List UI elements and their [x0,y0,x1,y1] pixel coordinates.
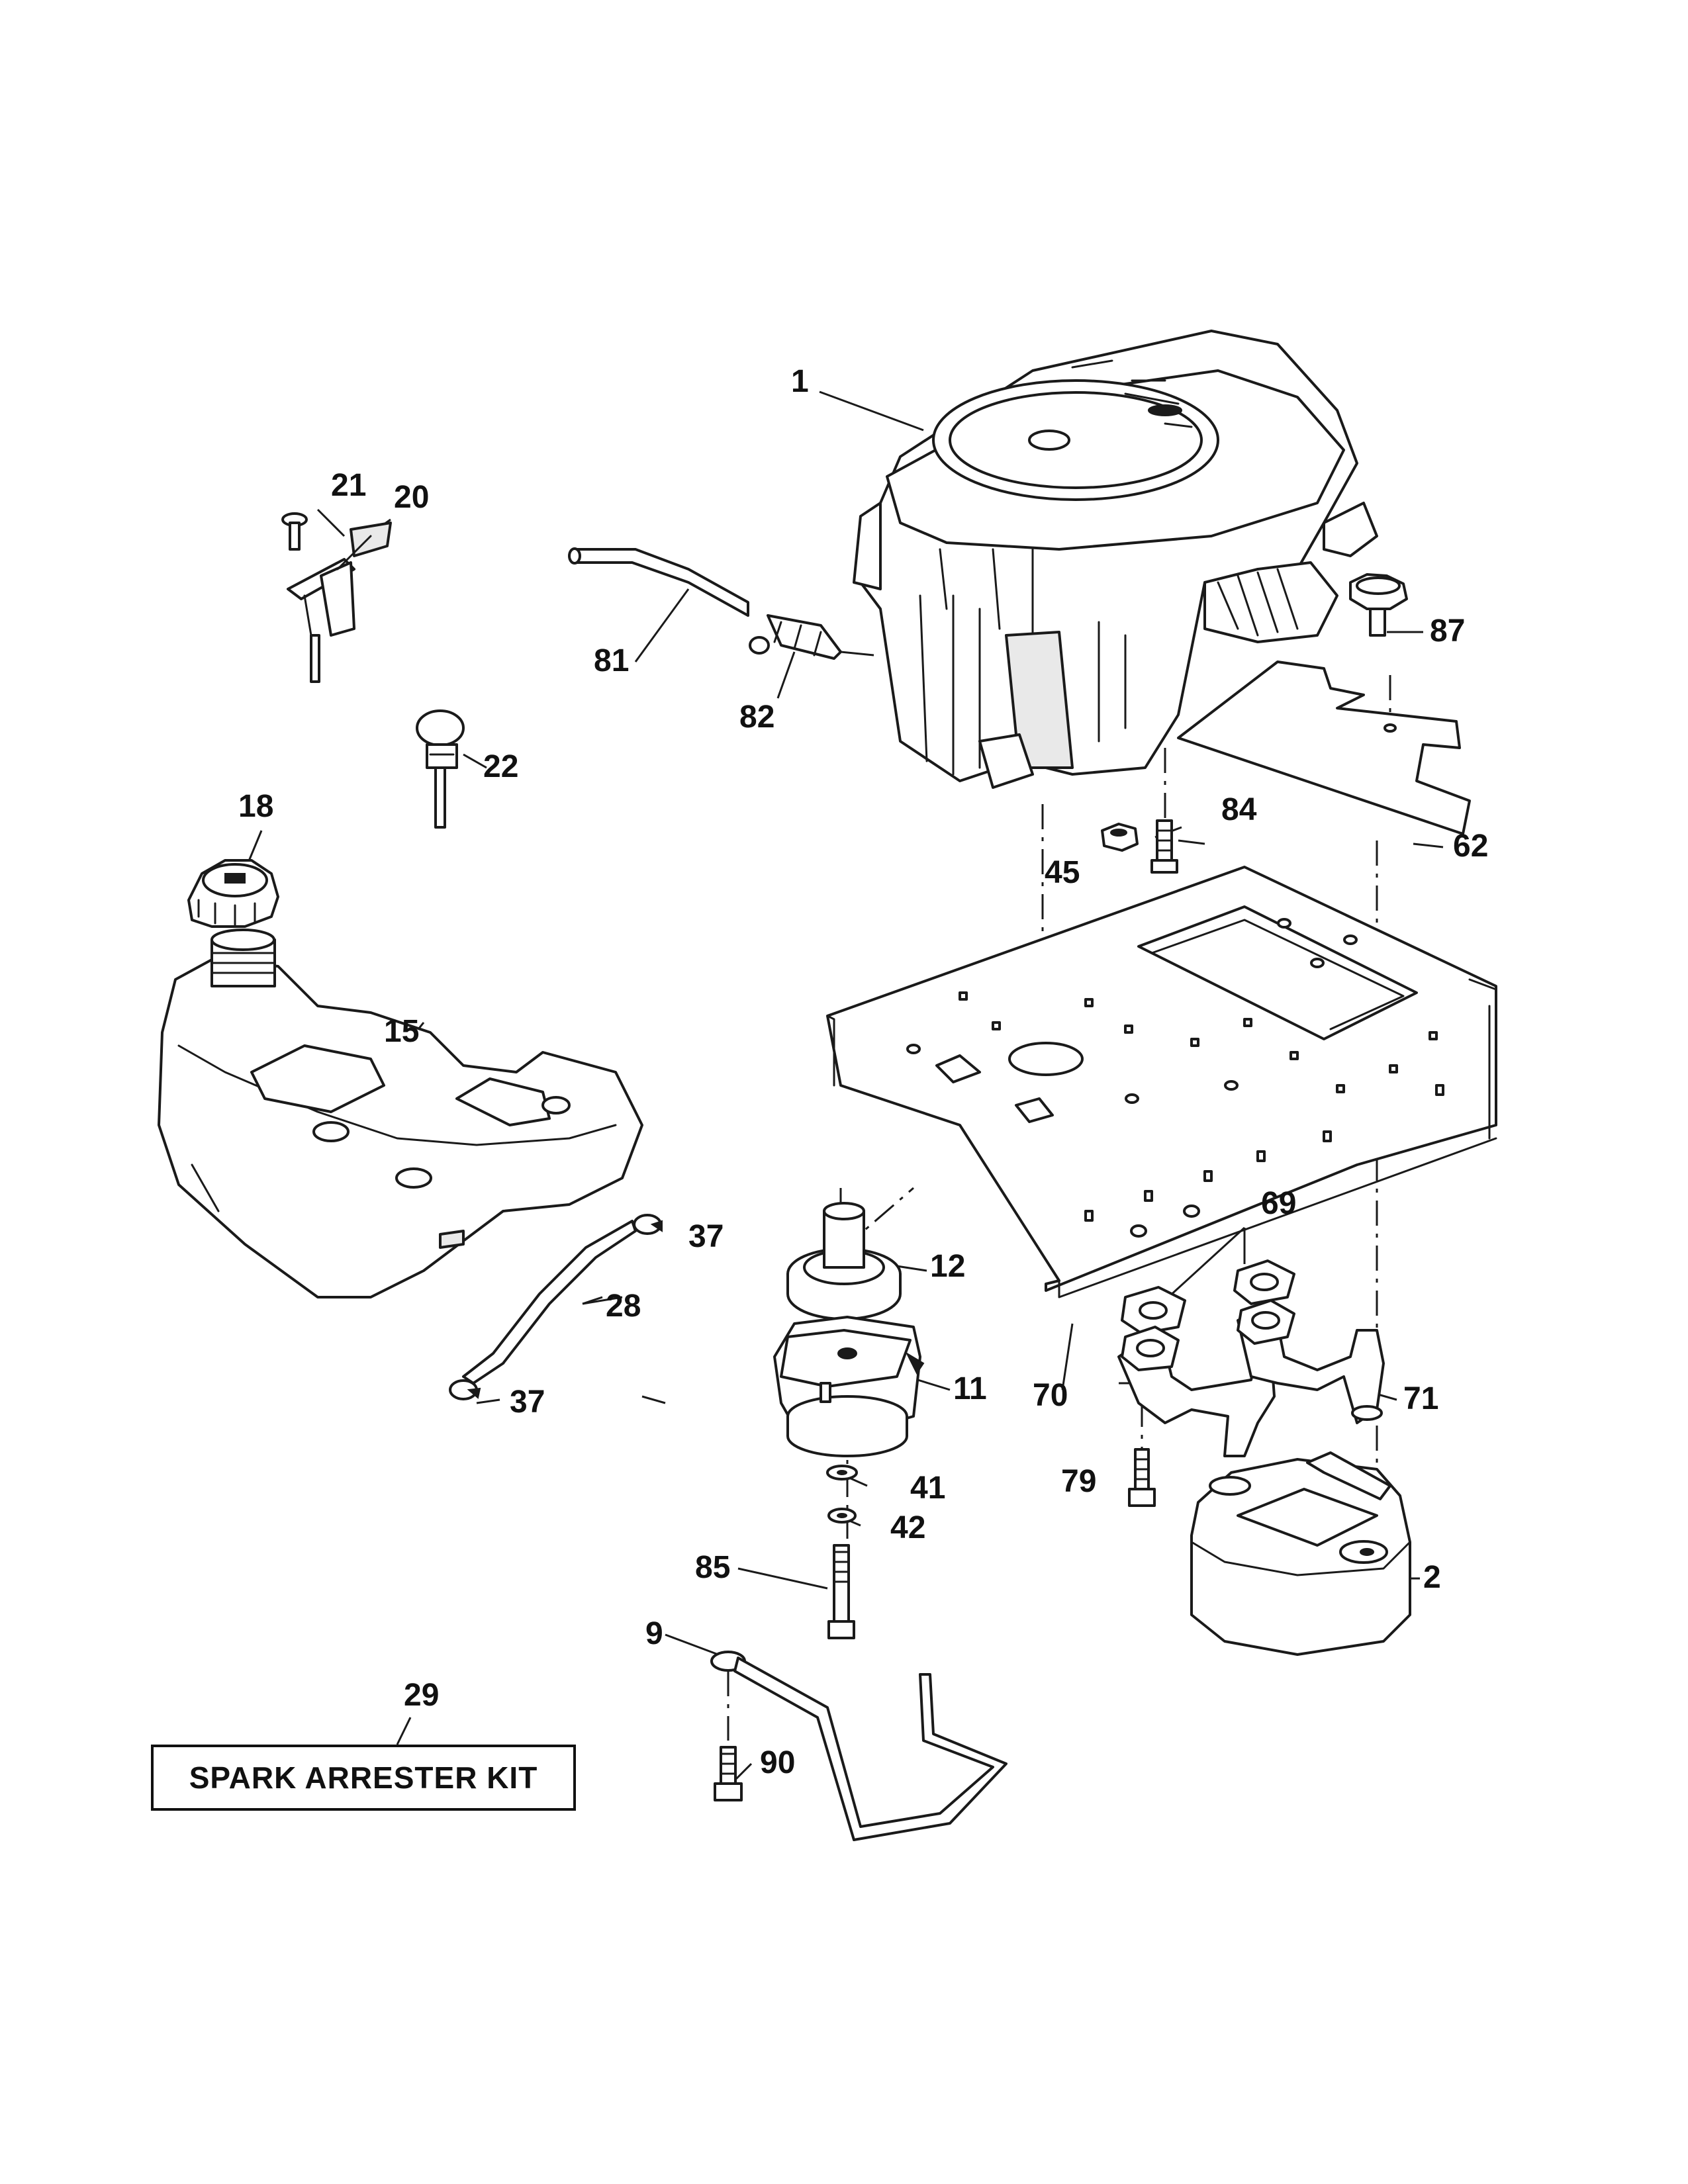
washer-42 [827,1508,857,1524]
callout-84: 84 [1221,792,1257,827]
callout-21: 21 [331,468,367,503]
bracket-9 [710,1651,1008,1841]
choke-knob-22 [416,709,465,829]
callout-71: 71 [1403,1381,1439,1416]
plate-62 [1177,660,1471,835]
callout-82: 82 [739,700,775,735]
callout-9: 9 [645,1616,663,1651]
callout-20: 20 [394,480,430,515]
fuel-cap-18 [187,859,279,928]
pulley-12 [786,1202,902,1320]
spark-arrester-kit-label: SPARK ARRESTER KIT [189,1760,538,1795]
callout-18: 18 [238,789,274,824]
knob-87 [1349,573,1408,637]
muffler-2 [1190,1451,1411,1656]
callout-45: 45 [1045,855,1080,890]
bolt-84 [1150,819,1178,874]
exhaust-pipe-71 [1237,1299,1385,1424]
spark-arrester-kit-box: SPARK ARRESTER KIT [151,1745,576,1811]
callout-37-bottom: 37 [510,1385,545,1420]
bolt-90 [714,1746,743,1801]
callout-42: 42 [890,1510,926,1545]
callout-90: 90 [760,1745,796,1780]
fuel-filter-82 [749,614,874,660]
chassis-frame [826,866,1497,1298]
callout-87: 87 [1430,614,1466,649]
callout-79: 79 [1061,1464,1097,1499]
bolt-85 [827,1544,855,1639]
fuel-line-81 [568,547,749,617]
callout-15: 15 [384,1014,420,1049]
fuel-hose-28 [462,1220,637,1385]
callout-37-top: 37 [688,1219,724,1254]
callout-81: 81 [594,643,630,678]
callout-70: 70 [1033,1378,1068,1413]
callout-22: 22 [483,749,519,784]
callout-2: 2 [1423,1560,1441,1595]
gasket-69-left [1121,1286,1186,1335]
frame-holes [906,918,1444,1238]
throttle-control-20 [281,512,392,683]
callout-29: 29 [404,1678,440,1713]
callout-69: 69 [1261,1186,1297,1221]
fuel-tank-15 [158,929,643,1298]
clutch-11 [773,1316,925,1457]
hose-clamp-37-bottom [449,1379,481,1400]
nut-45 [1101,823,1139,852]
callout-28: 28 [606,1289,641,1324]
engine [853,330,1378,789]
callout-85: 85 [695,1550,731,1585]
callout-12: 12 [930,1249,966,1284]
exhaust-pipe-70 [1117,1326,1276,1457]
callout-62: 62 [1453,829,1489,864]
bolt-79 [1128,1448,1156,1507]
washer-41 [826,1465,858,1480]
gasket-69-right [1233,1259,1295,1305]
callout-11: 11 [953,1371,987,1406]
callout-41: 41 [910,1471,946,1506]
hose-clamp-37-top [633,1214,663,1235]
callout-1: 1 [791,364,809,399]
